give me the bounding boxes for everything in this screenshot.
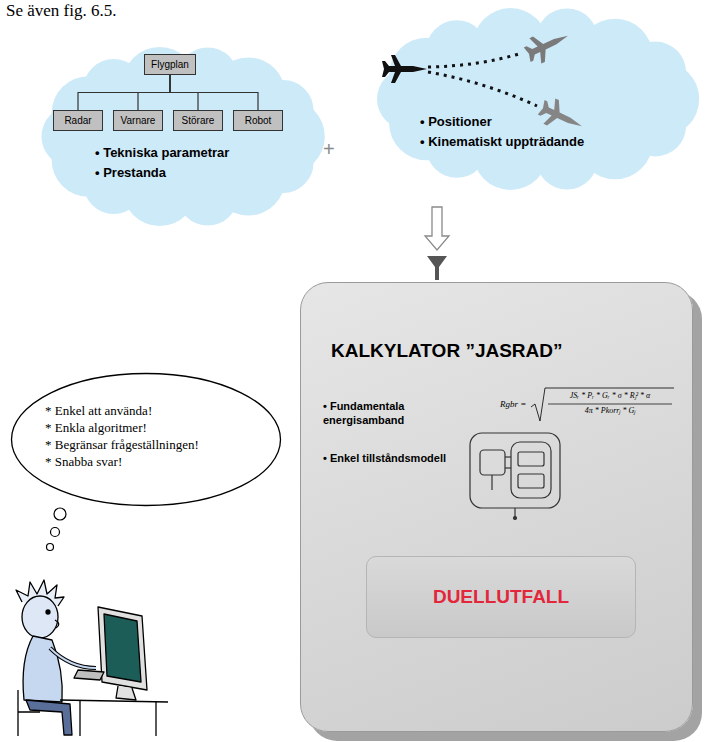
track-line (428, 72, 537, 106)
figure-reference: Se även fig. 6.5. (6, 1, 116, 21)
thought-bubble-text: * Begränsar frågeställningen! (45, 436, 199, 453)
tree-box: Robot (233, 110, 283, 131)
aircraft-icon (521, 23, 574, 67)
calculator-box-text: KALKYLATOR ”JASRAD” (331, 339, 563, 363)
plus-sign: + (323, 138, 335, 160)
input-cloud-text: • Positioner (420, 113, 492, 131)
formula-numerator: JSᵣ * Pᵣ * Gᵣ * σ * Rⱼ² * α (546, 391, 674, 401)
thought-bubble-text: * Enkel att använda! (45, 402, 152, 419)
formula-term: Rgbr = (500, 399, 526, 409)
tree-box: Störare (173, 110, 223, 131)
thought-bubble: * Enkel att använda!* Enkla algoritmer!*… (10, 372, 282, 507)
thought-dot (54, 508, 66, 520)
tree-box-text: Robot (240, 114, 276, 127)
tree-box-text: Störare (180, 114, 216, 127)
track-line (428, 53, 522, 67)
tree-box: Flygplan (144, 54, 196, 75)
cloud-shape (373, 5, 703, 193)
input-cloud-text: • Prestanda (95, 164, 166, 182)
state-model-icon (470, 433, 560, 520)
display-panel: DUELLUTFALL (366, 556, 636, 638)
calculator-box-text: • Fundamentala energisamband (323, 399, 423, 427)
tree-box-text: Varnare (120, 114, 156, 127)
aircraft-scene (382, 23, 588, 139)
thought-bubble-text: * Snabba svar! (45, 453, 122, 470)
aircraft-icon (382, 55, 427, 83)
thought-dot (47, 544, 54, 551)
input-cloud: • Tekniska parametrar • Prestanda Flygplan… (38, 44, 328, 229)
tree-box-text: Radar (60, 114, 96, 127)
calculator-box-text: • Enkel tillståndsmodell (323, 451, 493, 465)
person-at-computer (16, 580, 168, 736)
display-panel-text: DUELLUTFALL (433, 585, 569, 609)
tree-box-text: Flygplan (151, 58, 189, 71)
input-cloud-text: • Tekniska parametrar (95, 144, 229, 162)
tree-box: Varnare (113, 110, 163, 131)
radical-sign (531, 388, 674, 421)
calculator-box: KALKYLATOR ”JASRAD” • Fundamentala energi… (300, 282, 693, 732)
thought-dot (51, 528, 60, 537)
flow-arrow (425, 207, 449, 250)
input-cloud-text: • Kinematiskt uppträdande (420, 133, 584, 151)
fraction-bar (548, 404, 672, 405)
aircraft-icon (535, 95, 588, 139)
funnel-icon (427, 256, 447, 280)
formula-denominator: 4π * Pkorrⱼ * Gⱼ (546, 406, 674, 416)
input-cloud: • Positioner • Kinematiskt uppträdande (373, 5, 703, 193)
tree-box: Radar (53, 110, 103, 131)
thought-bubble-text: * Enkla algoritmer! (45, 419, 147, 436)
